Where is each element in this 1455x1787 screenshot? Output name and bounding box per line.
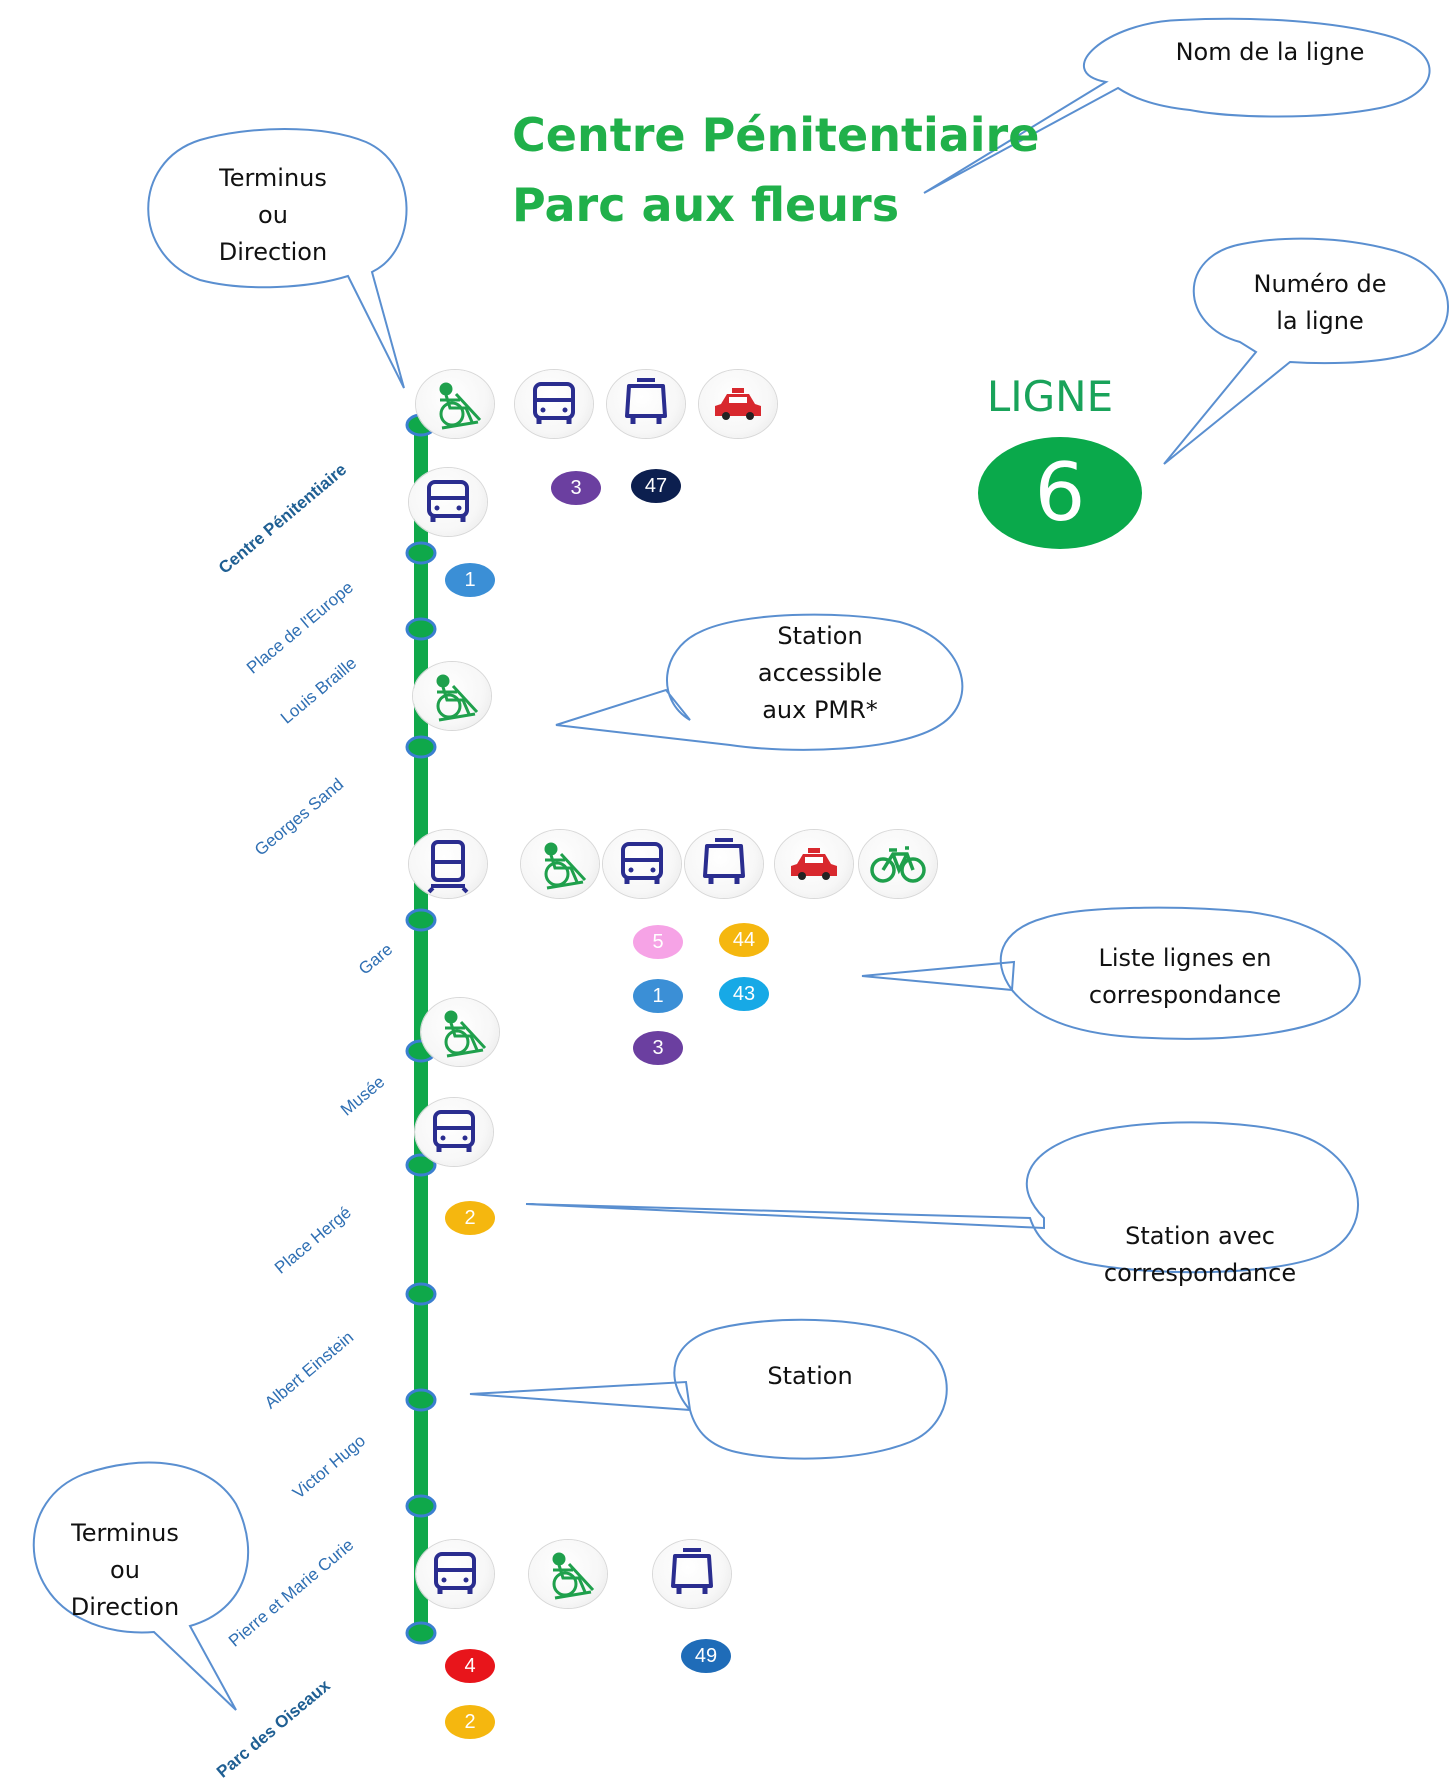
bus-icon — [409, 468, 487, 536]
callout-terminus-line: Terminus — [71, 1519, 179, 1547]
taxi-icon — [775, 830, 853, 898]
line-name-second: Parc aux fleurs — [512, 178, 900, 232]
bicycle-icon — [859, 830, 937, 898]
callout-terminus-line: ou — [110, 1556, 140, 1584]
callout-terminus-bottom-text: Terminus ou Direction — [40, 1515, 210, 1626]
stop-dot — [405, 1153, 437, 1177]
callout-pmr-line: accessible — [757, 659, 883, 687]
stop-dot — [405, 1388, 437, 1412]
connection-badge: 4 — [445, 1649, 495, 1683]
tram-icon — [409, 830, 487, 898]
connection-badge: 3 — [633, 1031, 683, 1065]
wheelchair-icon — [521, 830, 599, 898]
stop-dot — [405, 1494, 437, 1518]
bus-icon — [603, 830, 681, 898]
connection-badge: 1 — [633, 979, 683, 1013]
line-number-badge: 6 — [978, 437, 1142, 549]
stop-dot — [405, 617, 437, 641]
callout-numero-bubble — [1163, 237, 1449, 465]
callout-pmr-text: Station accessible aux PMR* — [720, 618, 920, 729]
callout-correspondance-line: correspondance — [1103, 1259, 1297, 1287]
callout-correspondance-text: Station avec correspondance — [1080, 1218, 1320, 1292]
connection-badge: 1 — [445, 563, 495, 597]
callout-nom-text: Nom de la ligne — [1160, 34, 1380, 71]
connection-badge: 47 — [631, 469, 681, 503]
ligne-label: LIGNE — [986, 372, 1114, 421]
callout-pmr-line: Station — [777, 622, 863, 650]
stop-dot — [405, 541, 437, 565]
connection-badge: 44 — [719, 923, 769, 957]
callout-pmr-bubble — [555, 613, 964, 751]
callout-nom-bubble — [923, 17, 1431, 194]
stop-dot — [405, 908, 437, 932]
bus-icon — [515, 370, 593, 438]
callout-terminus-line: Direction — [70, 1593, 180, 1621]
connection-badge: 5 — [633, 925, 683, 959]
wheelchair-icon — [421, 998, 499, 1066]
callout-liste-line: Liste lignes en — [1098, 944, 1272, 972]
callout-station-line: Station — [767, 1362, 853, 1390]
bus-icon — [415, 1098, 493, 1166]
connection-badge: 2 — [445, 1201, 495, 1235]
connection-badge: 3 — [551, 471, 601, 505]
coach-icon — [607, 370, 685, 438]
callout-correspondance-bubble — [525, 1121, 1359, 1274]
callout-station-text: Station — [720, 1358, 900, 1395]
callout-numero-line: la ligne — [1276, 307, 1364, 335]
callout-station-bubble — [469, 1318, 948, 1460]
callout-numero-line: Numéro de — [1253, 270, 1387, 298]
connection-badge: 43 — [719, 977, 769, 1011]
wheelchair-icon — [413, 662, 491, 730]
wheelchair-icon — [416, 370, 494, 438]
callout-terminus-line: Direction — [218, 238, 328, 266]
callout-liste-bubble — [861, 906, 1361, 1040]
callout-terminus-top-text: Terminus ou Direction — [170, 160, 376, 271]
coach-icon — [685, 830, 763, 898]
taxi-icon — [699, 370, 777, 438]
coach-icon — [653, 1540, 731, 1608]
callout-terminus-line: ou — [258, 201, 288, 229]
callout-liste-line: correspondance — [1088, 981, 1282, 1009]
callout-correspondance-line: Station avec — [1125, 1222, 1275, 1250]
connection-badge: 2 — [445, 1705, 495, 1739]
connection-badge: 49 — [681, 1639, 731, 1673]
stop-dot — [405, 1621, 437, 1645]
callout-numero-text: Numéro de la ligne — [1220, 266, 1420, 340]
bus-icon — [416, 1540, 494, 1608]
stop-dot — [405, 735, 437, 759]
callout-liste-text: Liste lignes en correspondance — [1060, 940, 1310, 1014]
callout-terminus-top-bubble — [147, 128, 408, 389]
line-name-first: Centre Pénitentiaire — [512, 108, 1040, 162]
callout-terminus-bottom-bubble — [32, 1461, 250, 1711]
callout-terminus-line: Terminus — [219, 164, 327, 192]
callout-nom-line: Nom de la ligne — [1175, 38, 1365, 66]
callout-pmr-line: aux PMR* — [762, 696, 878, 724]
stop-dot — [405, 1282, 437, 1306]
wheelchair-icon — [529, 1540, 607, 1608]
